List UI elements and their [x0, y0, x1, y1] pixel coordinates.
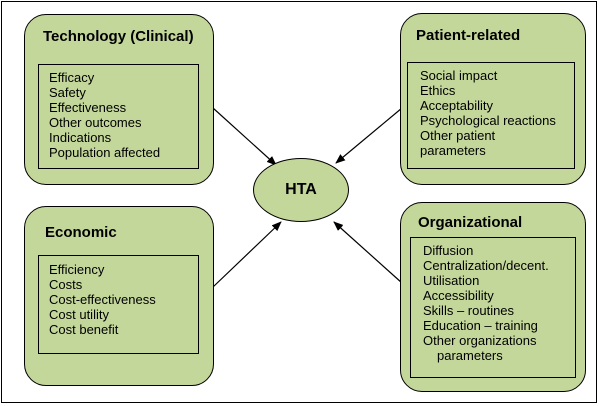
hta-center-node: HTA — [253, 158, 349, 222]
list-item: Indications — [49, 130, 112, 145]
organizational-box: Organizational Diffusion Centralization/… — [400, 202, 586, 392]
list-item: Cost benefit — [49, 322, 119, 337]
list-item: Other organizations — [423, 333, 537, 348]
patient-box: Patient-related Social impact Ethics Acc… — [400, 13, 586, 185]
patient-title: Patient-related — [416, 27, 521, 44]
arrow-economic-to-hta — [212, 221, 282, 288]
list-item: Utilisation — [423, 273, 480, 288]
economic-items: Efficiency Costs Cost-effectiveness Cost… — [49, 262, 198, 337]
list-item: Education – training — [423, 318, 538, 333]
economic-box: Economic Efficiency Costs Cost-effective… — [24, 206, 214, 386]
list-item: Acceptability — [420, 98, 493, 113]
technology-items: Efficacy Safety Effectiveness Other outc… — [49, 70, 198, 160]
arrow-technology-to-hta — [212, 107, 277, 166]
organizational-items: Diffusion Centralization/decent. Utilisa… — [423, 243, 575, 363]
list-item: Accessibility — [423, 288, 494, 303]
list-item: Diffusion — [423, 243, 474, 258]
patient-list-box: Social impact Ethics Acceptability Psych… — [407, 62, 575, 169]
list-item: Social impact — [420, 68, 498, 83]
organizational-list-box: Diffusion Centralization/decent. Utilisa… — [410, 237, 576, 378]
list-item: parameters — [420, 143, 486, 158]
list-item: Psychological reactions — [420, 113, 556, 128]
technology-box: Technology (Clinical) Efficacy Safety Ef… — [24, 14, 214, 185]
list-item: Effectiveness — [49, 100, 127, 115]
arrow-organizational-to-hta — [333, 221, 403, 284]
list-item: Centralization/decent. — [423, 258, 549, 273]
list-item: Cost utility — [49, 307, 109, 322]
economic-title: Economic — [45, 224, 117, 241]
organizational-title: Organizational — [418, 214, 523, 231]
technology-list-box: Efficacy Safety Effectiveness Other outc… — [38, 64, 199, 169]
list-item: Efficacy — [49, 70, 95, 85]
list-item: Population affected — [49, 145, 161, 160]
technology-title: Technology (Clinical) — [43, 28, 194, 45]
economic-list-box: Efficiency Costs Cost-effectiveness Cost… — [38, 255, 199, 354]
list-item: Other outcomes — [49, 115, 142, 130]
arrow-patient-to-hta — [335, 107, 403, 164]
list-item: Efficiency — [49, 262, 105, 277]
list-item: Cost-effectiveness — [49, 292, 156, 307]
list-item: Other patient — [420, 128, 496, 143]
list-item: Ethics — [420, 83, 456, 98]
list-item: Skills – routines — [423, 303, 515, 318]
list-item: parameters — [437, 348, 503, 363]
patient-items: Social impact Ethics Acceptability Psych… — [420, 68, 574, 158]
list-item: Safety — [49, 85, 86, 100]
list-item: Costs — [49, 277, 83, 292]
